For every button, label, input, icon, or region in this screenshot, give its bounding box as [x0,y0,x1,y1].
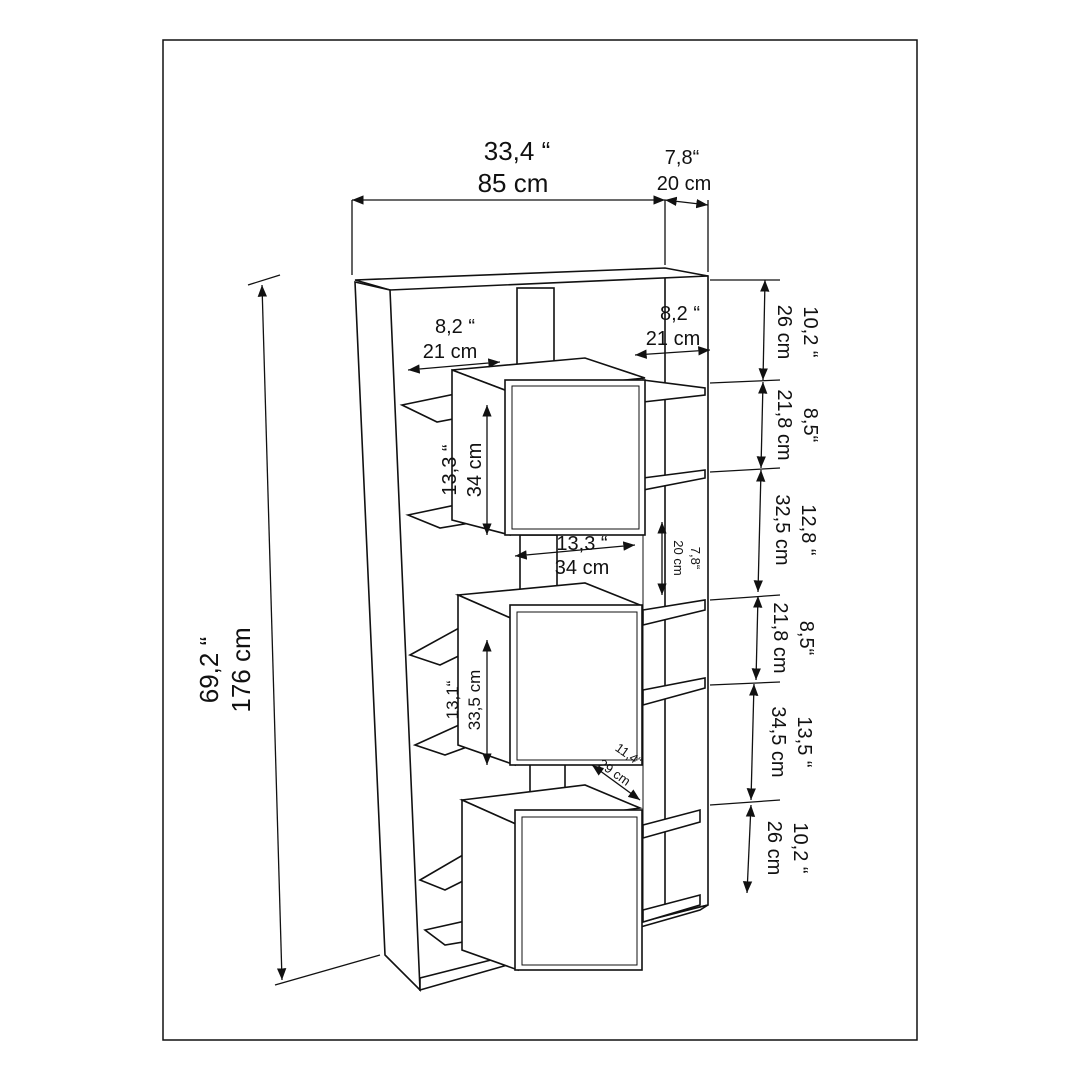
left-shelf-cm: 21 cm [423,341,477,363]
bookcase [354,267,709,993]
cube2-height-cm: 33,5 cm [465,670,484,730]
right-height-1-inch: 10,2 “ [799,306,821,357]
cube-depth-inch: 7,8“ [688,547,703,569]
right-height-2-cm: 21,8 cm [773,389,795,460]
width-cm: 85 cm [478,168,549,198]
cube1-height-inch: 13,3 “ [439,444,461,495]
right-height-3-cm: 32,5 cm [771,494,793,565]
cube-width-cm: 34 cm [555,557,609,579]
right-shelf-cm: 21 cm [646,328,700,350]
dimension-labels: 33,4 “ 85 cm 7,8“ 20 cm 8,2 “ 21 cm 8,2 … [194,136,821,875]
width-inch: 33,4 “ [484,136,551,166]
total-height-inch: 69,2 “ [194,637,224,704]
right-height-3-inch: 12,8 “ [797,504,819,555]
cube2-height-inch: 13,1“ [443,680,462,719]
right-height-6-inch: 10,2 “ [789,822,811,873]
right-height-4-inch: 8,5“ [795,621,817,655]
left-shelf-inch: 8,2 “ [435,316,475,338]
cube-width-inch: 13,3 “ [556,533,607,555]
frame-border [162,39,918,1041]
cube1-height-cm: 34 cm [464,443,486,497]
top-panel [354,267,709,291]
right-height-5-inch: 13,5 “ [793,716,815,767]
left-side-panel [354,280,421,993]
right-shelf-inch: 8,2 “ [660,303,700,325]
cube-depth-cm: 20 cm [671,540,686,575]
right-height-2-inch: 8,5“ [799,408,821,442]
depth-inch: 7,8“ [665,147,699,169]
total-height-cm: 176 cm [226,627,256,712]
right-height-1-cm: 26 cm [773,305,795,359]
dimension-lines [247,195,781,986]
depth-cm: 20 cm [657,173,711,195]
right-height-6-cm: 26 cm [763,821,785,875]
right-height-4-cm: 21,8 cm [769,602,791,673]
right-height-5-cm: 34,5 cm [767,706,789,777]
